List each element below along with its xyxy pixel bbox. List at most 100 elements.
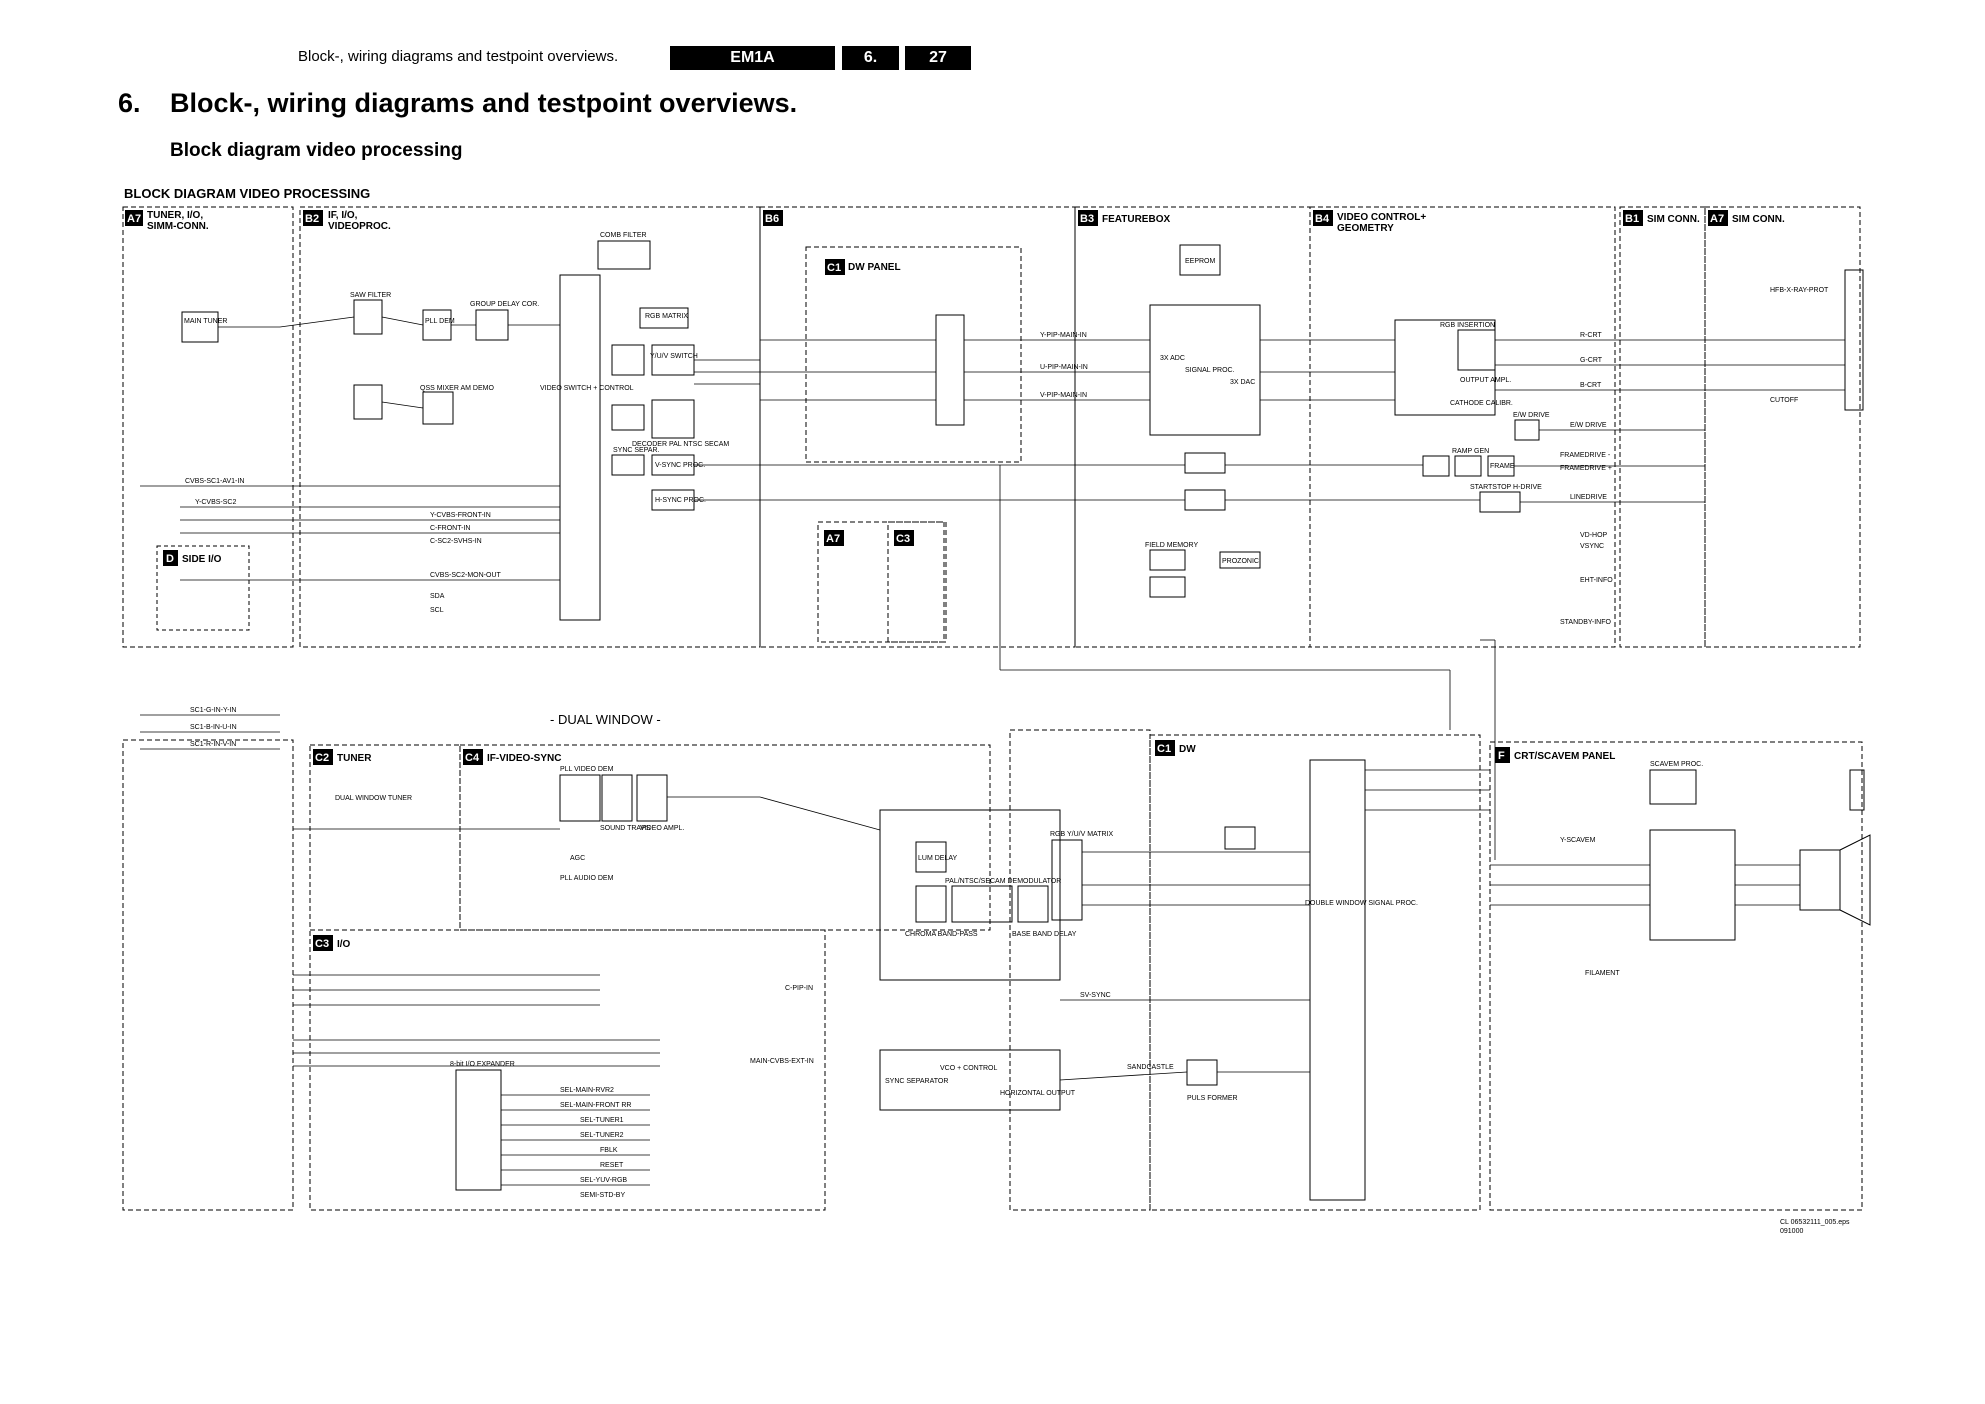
sig-vsync: VSYNC <box>1580 543 1604 550</box>
tag-b3: B3 <box>1080 213 1094 225</box>
page-badge: 27 <box>905 46 971 70</box>
label-yuv-switch: Y/U/V SWITCH <box>650 353 698 360</box>
sig-semi-std-by: SEMI-STD-BY <box>580 1192 625 1199</box>
sig-fblk: FBLK <box>600 1147 618 1154</box>
sig-scl: SCL <box>430 607 444 614</box>
panel-frame-b3 <box>1074 206 1311 648</box>
sig-sc1-b-in-u-in: SC1-B-IN-U-IN <box>190 724 237 731</box>
drawing-code-line1: CL 06532111_005.eps <box>1780 1219 1850 1226</box>
block-prozonic <box>1219 551 1261 569</box>
label-pal-ntsc-demod: PAL/NTSC/SECAM DEMODULATOR <box>945 878 1061 885</box>
label-qss-mixer: QSS MIXER AM DEMO <box>420 385 494 392</box>
tag-c1-dw: C1 <box>827 262 841 274</box>
label-cathode-calibr: CATHODE CALIBR. <box>1450 400 1513 407</box>
panel-label-c3-io: I/O <box>337 939 351 950</box>
panel-label-c1-right: DW <box>1179 744 1196 755</box>
tag-b1: B1 <box>1625 213 1639 225</box>
block-yuv-switch <box>651 344 695 376</box>
page-title: 6.Block-, wiring diagrams and testpoint … <box>118 88 797 119</box>
block-puls-former <box>1186 1059 1218 1086</box>
section-badge: 6. <box>842 46 899 70</box>
panel-frame-a7-sim <box>1704 206 1861 648</box>
label-io-expander: 8-bit I/O EXPANDER <box>450 1061 515 1068</box>
sig-cutoff: CUTOFF <box>1770 397 1798 404</box>
label-video-switch: VIDEO SWITCH + CONTROL <box>540 385 634 392</box>
sig-vd-hop: VD-HOP <box>1580 532 1608 539</box>
sig-c-sc2-svhs-in: C-SC2-SVHS-IN <box>430 538 482 545</box>
panel-label-a7-1: TUNER, I/O, <box>147 210 203 221</box>
sig-sel-main-rvr2: SEL-MAIN-RVR2 <box>560 1087 614 1094</box>
panel-label-b2b: VIDEOPROC. <box>328 221 391 232</box>
block-pll-video-dem <box>559 774 601 822</box>
sig-sc1-r-in-v-in: SC1-R-IN-V-IN <box>190 741 236 748</box>
block-chroma-bandpass <box>915 885 947 923</box>
tag-b4: B4 <box>1315 213 1330 225</box>
block-sync-separ <box>611 454 645 476</box>
panel-frame-b6 <box>759 206 1076 648</box>
panel-label-a7-sim: SIM CONN. <box>1732 214 1785 225</box>
tag-f: F <box>1498 750 1505 762</box>
block-rgb-insertion <box>1457 329 1496 371</box>
crt-icon <box>1799 834 1871 926</box>
panel-label-b3: FEATUREBOX <box>1102 214 1170 225</box>
sig-cvbs-sc1-av1-in: CVBS-SC1-AV1-IN <box>185 478 244 485</box>
sig-sc1-g-in-y-in: SC1-G-IN-Y-IN <box>190 707 236 714</box>
diagram-title: BLOCK DIAGRAM VIDEO PROCESSING <box>124 186 371 201</box>
sig-y-scavem: Y-SCAVEM <box>1560 837 1596 844</box>
tag-c4: C4 <box>465 752 480 764</box>
block-picnic <box>1149 304 1261 436</box>
sig-u-pip-main-in: U-PIP-MAIN-IN <box>1040 364 1088 371</box>
label-dual-window-tuner: DUAL WINDOW TUNER <box>335 795 412 802</box>
tag-c2: C2 <box>315 752 329 764</box>
block-startstop <box>1479 491 1521 513</box>
label-3x-adc: 3X ADC <box>1160 355 1185 362</box>
panel-label-d: SIDE I/O <box>182 554 222 565</box>
label-rgb-matrix: RGB MATRIX <box>645 313 688 320</box>
block-y-proc <box>611 344 645 376</box>
sig-hfb-x-ray-prot: HFB-X-RAY-PROT <box>1770 287 1829 294</box>
sig-framedrive-plus: FRAMEDRIVE + <box>1560 465 1612 472</box>
sig-c-front-in: C-FRONT-IN <box>430 525 470 532</box>
label-ew-drive: E/W DRIVE <box>1513 412 1550 419</box>
sig-y-cvbs-front-in: Y-CVBS-FRONT-IN <box>430 512 491 519</box>
label-vco-control: VCO + CONTROL <box>940 1065 997 1072</box>
block-field-memory-1 <box>1149 549 1186 571</box>
panel-label-c4: IF-VIDEO-SYNC <box>487 753 561 764</box>
connector-0383 <box>1849 769 1865 811</box>
label-lum-delay: LUM DELAY <box>918 855 957 862</box>
label-signal-proc: SIGNAL PROC. <box>1185 367 1235 374</box>
label-video-ampl: VIDEO AMPL. <box>640 825 684 832</box>
label-startstop: STARTSTOP H-DRIVE <box>1470 484 1542 491</box>
tag-b6: B6 <box>765 213 779 225</box>
label-3x-dac: 3X DAC <box>1230 379 1255 386</box>
label-double-window: DOUBLE WINDOW SIGNAL PROC. <box>1305 900 1418 907</box>
panel-label-b2: IF, I/O, <box>328 210 358 221</box>
sig-g-crt: G-CRT <box>1580 357 1603 364</box>
block-ew-drive <box>1514 419 1540 441</box>
sig-y-cvbs-sc2: Y-CVBS-SC2 <box>195 499 236 506</box>
label-pll-dem: PLL DEM <box>425 318 455 325</box>
block-pll-dem <box>422 309 452 341</box>
tag-b2: B2 <box>305 213 319 225</box>
label-h-sync-proc: H-SYNC PROC. <box>655 497 706 504</box>
label-ramp-gen: RAMP GEN <box>1452 448 1489 455</box>
block-saw-filter-1 <box>353 299 383 335</box>
panel-frame-b2 <box>299 206 761 648</box>
sig-c-pip-in: C-PIP-IN <box>785 985 813 992</box>
block-pal-ntsc-demod <box>951 885 1013 923</box>
block-lum-delay <box>915 841 947 873</box>
sig-sel-tuner1: SEL-TUNER1 <box>580 1117 624 1124</box>
label-pll-video-dem: PLL VIDEO DEM <box>560 766 614 773</box>
title-text: Block-, wiring diagrams and testpoint ov… <box>170 88 798 118</box>
panel-frame-c3-io <box>309 929 826 1211</box>
block-sound-traps <box>601 774 633 822</box>
panel-frame-c3-small <box>887 521 945 643</box>
label-eeprom: EEPROM <box>1185 258 1216 265</box>
label-agc: AGC <box>570 855 585 862</box>
sig-r-crt: R-CRT <box>1580 332 1602 339</box>
sig-sel-main-front-rr: SEL-MAIN-FRONT RR <box>560 1102 631 1109</box>
block-video-switch <box>559 274 601 621</box>
block-v-drive <box>1422 455 1450 477</box>
block-video-ampl <box>636 774 668 822</box>
tag-c3-io: C3 <box>315 938 329 950</box>
